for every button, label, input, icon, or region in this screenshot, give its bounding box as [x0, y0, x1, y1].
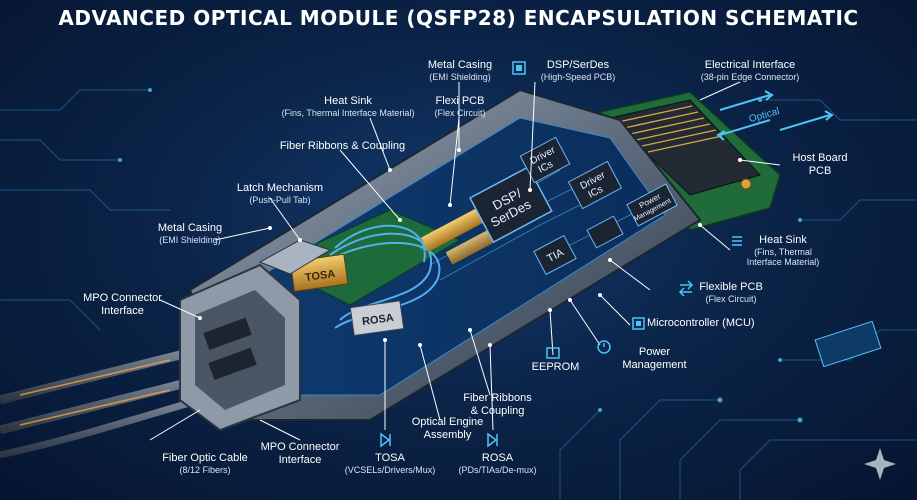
edge-connector-pins — [617, 105, 723, 153]
label-mpo-connector-left-sub: Interface — [101, 304, 144, 317]
label-metal-casing-top: Metal Casing (EMI Shielding) — [410, 59, 510, 82]
driver-ic-2 — [567, 160, 623, 210]
tosa-icon — [380, 432, 391, 448]
label-eeprom: EEPROM — [528, 361, 583, 374]
label-flexible-pcb: Flexible PCB (Flex Circuit) — [686, 281, 776, 304]
label-eeprom-main: EEPROM — [531, 361, 580, 373]
label-rosa-sub: (PDs/TIAs/De-mux) — [458, 464, 537, 475]
flex-pcb-icon — [678, 280, 694, 297]
label-fiber-optic-cable-sub: (8/12 Fibers) — [179, 464, 231, 475]
label-flexi-pcb-sub: (Flex Circuit) — [434, 107, 486, 118]
label-mpo-connector-bottom-main: MPO Connector — [260, 441, 340, 453]
leader-lines — [149, 81, 781, 441]
mpo-connector — [179, 263, 301, 432]
label-mpo-connector-left-main: MPO Connector — [83, 292, 162, 304]
label-dsp-serdes-sub: (High-Speed PCB) — [540, 71, 616, 82]
label-fiber-ribbons-top: Fiber Ribbons & Coupling — [275, 140, 410, 153]
label-tosa-sub: (VCSELs/Drivers/Mux) — [344, 464, 436, 475]
label-metal-casing-left-main: Metal Casing — [157, 222, 223, 234]
label-tosa-main: TOSA — [375, 452, 405, 464]
heat-sink-icon — [732, 236, 742, 246]
dsp-chip — [468, 165, 553, 244]
label-flexible-pcb-main: Flexible PCB — [699, 281, 763, 293]
label-optical-engine: Optical Engine Assembly — [400, 416, 495, 441]
label-electrical-interface: Electrical Interface (38-pin Edge Connec… — [680, 59, 820, 82]
label-power-management-main: Power — [638, 346, 671, 358]
label-rosa-main: ROSA — [481, 452, 514, 464]
label-rosa: ROSA (PDs/TIAs/De-mux) — [445, 452, 550, 475]
label-mpo-connector-bottom: MPO Connector Interface — [250, 441, 350, 466]
label-optical-engine-main: Optical Engine — [411, 416, 484, 428]
label-power-management-sub: Management — [622, 358, 687, 371]
background-circuit-lines — [0, 89, 917, 500]
label-power-management: Power Management — [612, 346, 697, 371]
label-fiber-ribbons-top-main: Fiber Ribbons & Coupling — [279, 140, 406, 152]
label-host-board-main: Host Board — [792, 152, 848, 164]
label-tosa: TOSA (VCSELs/Drivers/Mux) — [335, 452, 445, 475]
label-microcontroller-main: Microcontroller (MCU) — [647, 317, 755, 329]
label-fiber-ribbons-bottom-sub: & Coupling — [470, 404, 525, 417]
label-fiber-optic-cable: Fiber Optic Cable (8/12 Fibers) — [150, 452, 260, 475]
label-metal-casing-left: Metal Casing (EMI Shielding) — [140, 222, 240, 245]
label-latch-mechanism-sub: (Push-Pull Tab) — [249, 194, 311, 205]
small-chip — [586, 215, 624, 249]
power-management-chip — [626, 183, 678, 227]
decorative-chip — [814, 320, 882, 368]
fiber-optic-cables — [0, 345, 207, 459]
label-microcontroller: Microcontroller (MCU) — [647, 317, 787, 330]
driver-ic-1 — [519, 136, 571, 184]
label-optical-engine-sub: Assembly — [423, 428, 472, 441]
rosa-chip — [349, 300, 405, 337]
dsp-chip-icon — [512, 61, 526, 75]
mcu-icon — [632, 317, 645, 330]
label-dsp-serdes: DSP/SerDes (High-Speed PCB) — [528, 59, 628, 82]
sparkle-icon — [864, 448, 896, 480]
latch-tab — [258, 239, 332, 275]
label-metal-casing-top-sub: (EMI Shielding) — [429, 71, 491, 82]
eeprom-icon — [546, 347, 560, 359]
label-heat-sink-right-sub: (Fins, Thermal — [754, 246, 812, 257]
page-title: ADVANCED OPTICAL MODULE (QSFP28) ENCAPSU… — [58, 6, 859, 30]
label-electrical-interface-sub: (38-pin Edge Connector) — [700, 71, 800, 82]
power-icon — [597, 340, 611, 354]
label-latch-mechanism-main: Latch Mechanism — [236, 182, 324, 194]
rosa-chip-label: ROSA — [361, 312, 394, 328]
label-metal-casing-left-sub: (EMI Shielding) — [159, 234, 221, 245]
optical-arrows — [716, 90, 834, 141]
label-electrical-interface-main: Electrical Interface — [704, 59, 796, 71]
label-heat-sink-top-main: Heat Sink — [324, 95, 372, 107]
label-mpo-connector-bottom-sub: Interface — [278, 453, 322, 466]
label-heat-sink-right-main: Heat Sink — [759, 234, 807, 246]
label-heat-sink-top: Heat Sink (Fins, Thermal Interface Mater… — [268, 95, 428, 118]
rosa-icon — [487, 432, 498, 448]
label-heat-sink-right: Heat Sink (Fins, Thermal Interface Mater… — [728, 234, 838, 267]
label-metal-casing-top-main: Metal Casing — [427, 59, 493, 71]
label-latch-mechanism: Latch Mechanism (Push-Pull Tab) — [225, 182, 335, 205]
label-flexi-pcb-main: Flexi PCB — [435, 95, 485, 107]
label-fiber-ribbons-bottom-main: Fiber Ribbons — [463, 392, 532, 404]
mounting-hole — [740, 178, 752, 190]
label-fiber-optic-cable-main: Fiber Optic Cable — [162, 452, 248, 464]
edge-connector — [608, 99, 761, 196]
label-flexi-pcb: Flexi PCB (Flex Circuit) — [425, 95, 495, 118]
label-heat-sink-top-sub: (Fins, Thermal Interface Material) — [281, 107, 415, 118]
label-flexible-pcb-sub: (Flex Circuit) — [705, 293, 757, 304]
label-host-board-sub: PCB — [808, 164, 832, 177]
label-host-board: Host Board PCB — [780, 152, 860, 177]
label-dsp-serdes-main: DSP/SerDes — [546, 59, 610, 71]
tosa-chip-label: TOSA — [304, 268, 336, 284]
label-heat-sink-right-sub2: Interface Material) — [746, 256, 820, 267]
tia-chip — [533, 234, 577, 276]
label-mpo-connector-left: MPO Connector Interface — [70, 292, 175, 317]
label-fiber-ribbons-bottom: Fiber Ribbons & Coupling — [455, 392, 540, 417]
